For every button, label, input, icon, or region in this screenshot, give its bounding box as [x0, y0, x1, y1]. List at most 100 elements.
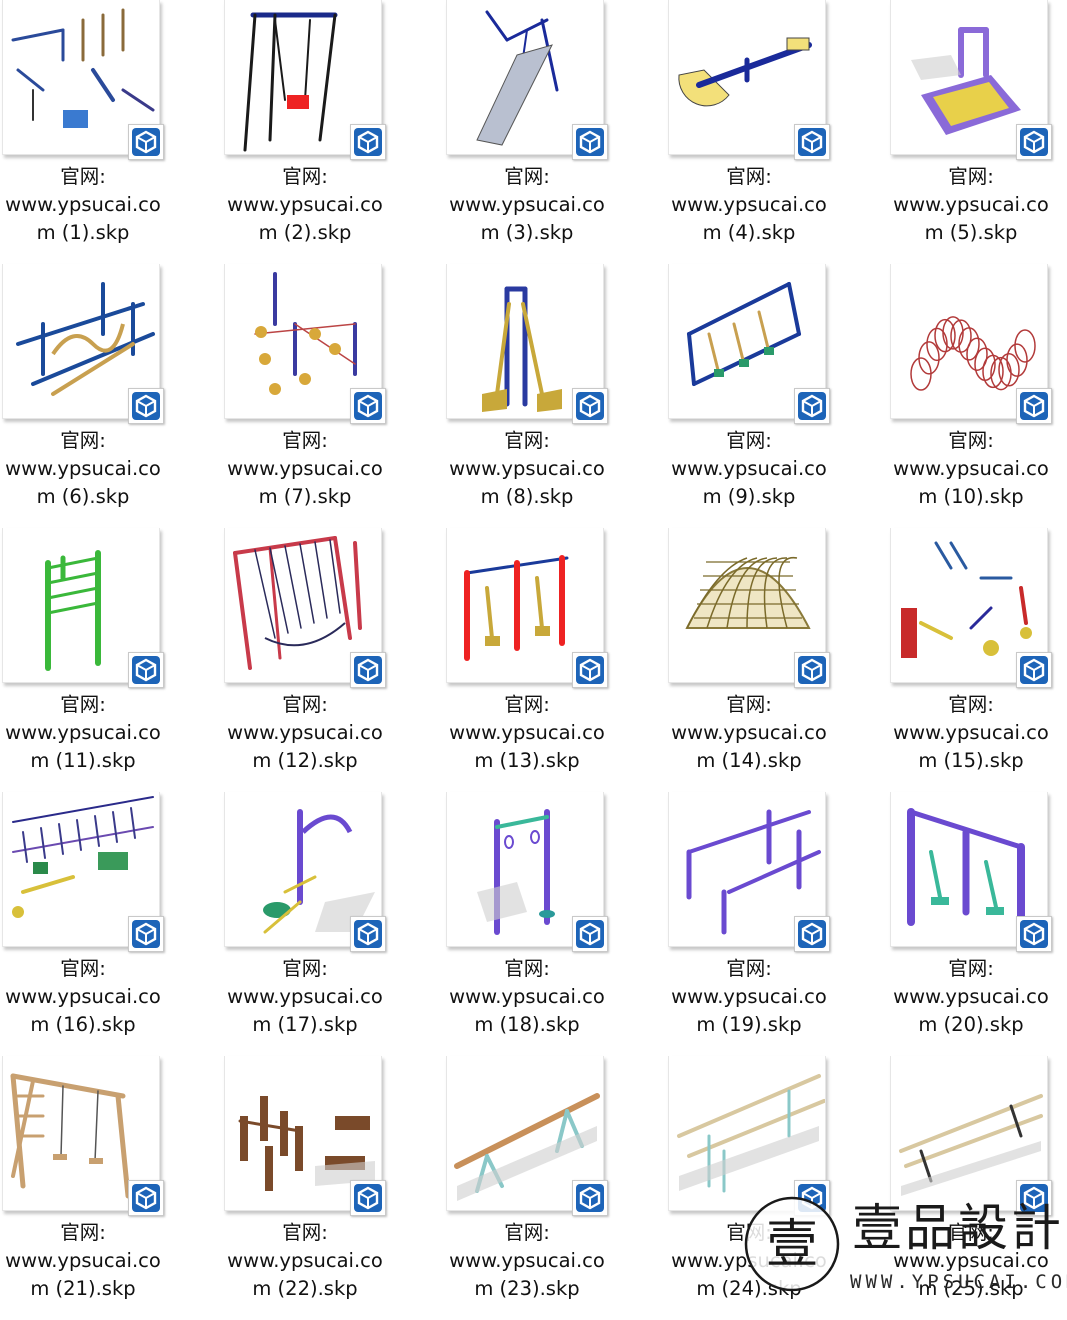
sketchup-file-icon	[794, 916, 830, 952]
file-thumbnail-fitness-park-set[interactable]	[2, 0, 160, 155]
file-name-line1: 官网:	[282, 165, 328, 188]
file-name-line2: www.ypsucai.co	[5, 985, 161, 1008]
file-name-line2: www.ypsucai.co	[5, 193, 161, 216]
file-name-line3: m (8).skp	[480, 485, 574, 508]
file-thumbnail-balance-rope-frame[interactable]	[2, 264, 160, 419]
file-name-line2: www.ypsucai.co	[227, 193, 383, 216]
sketchup-file-icon	[572, 652, 608, 688]
file-name-line2: www.ypsucai.co	[671, 457, 827, 480]
sketchup-file-icon	[128, 388, 164, 424]
file-name-line3: m (5).skp	[924, 221, 1018, 244]
file-name-line3: m (19).skp	[696, 1013, 802, 1036]
file-name-line1: 官网:	[282, 693, 328, 716]
sketchup-file-icon	[572, 388, 608, 424]
file-name-line3: m (9).skp	[702, 485, 796, 508]
file-thumbnail-long-bars[interactable]	[668, 1056, 826, 1211]
file-name-line2: www.ypsucai.co	[671, 193, 827, 216]
sketchup-file-icon	[128, 916, 164, 952]
file-name-line3: m (15).skp	[918, 749, 1024, 772]
sketchup-file-icon	[350, 916, 386, 952]
file-name-line3: m (10).skp	[918, 485, 1024, 508]
file-name-line2: www.ypsucai.co	[449, 985, 605, 1008]
sketchup-file-icon	[1016, 652, 1052, 688]
file-name-line1: 官网:	[726, 693, 772, 716]
sketchup-file-icon	[794, 652, 830, 688]
file-thumbnail-seesaw-rocker[interactable]	[668, 0, 826, 155]
sketchup-file-icon	[128, 124, 164, 160]
file-name-line1: 官网:	[60, 429, 106, 452]
file-name-line3: m (1).skp	[36, 221, 130, 244]
file-name-line3: m (18).skp	[474, 1013, 580, 1036]
file-thumbnail-swing-walker-row[interactable]	[668, 264, 826, 419]
sketchup-file-icon	[572, 1180, 608, 1216]
sketchup-file-icon	[128, 652, 164, 688]
file-tile[interactable]: 官网:www.ypsucai.com (24).skp	[666, 1056, 888, 1320]
sketchup-file-icon	[572, 124, 608, 160]
file-name-line1: 官网:	[60, 1221, 106, 1244]
file-name-line1: 官网:	[504, 1221, 550, 1244]
file-thumbnail-geodesic-dome[interactable]	[668, 528, 826, 683]
file-thumbnail-fitness-items-set[interactable]	[890, 528, 1048, 683]
file-name-line3: m (6).skp	[36, 485, 130, 508]
file-name-line2: www.ypsucai.co	[5, 721, 161, 744]
file-name-line3: m (13).skp	[474, 749, 580, 772]
sketchup-file-icon	[350, 124, 386, 160]
file-name-line1: 官网:	[504, 693, 550, 716]
brand-seal-icon: 壹	[744, 1196, 840, 1292]
file-name-line2: www.ypsucai.co	[671, 721, 827, 744]
file-name-line1: 官网:	[60, 693, 106, 716]
file-thumbnail-balance-beam[interactable]	[446, 1056, 604, 1211]
file-name-line3: m (11).skp	[30, 749, 136, 772]
file-name-line3: m (22).skp	[252, 1277, 358, 1300]
file-tile[interactable]: 官网: www.ypsucai.co m (11).skp	[0, 528, 222, 792]
file-name[interactable]: 官网: www.ypsucai.co m (11).skp	[0, 691, 166, 775]
